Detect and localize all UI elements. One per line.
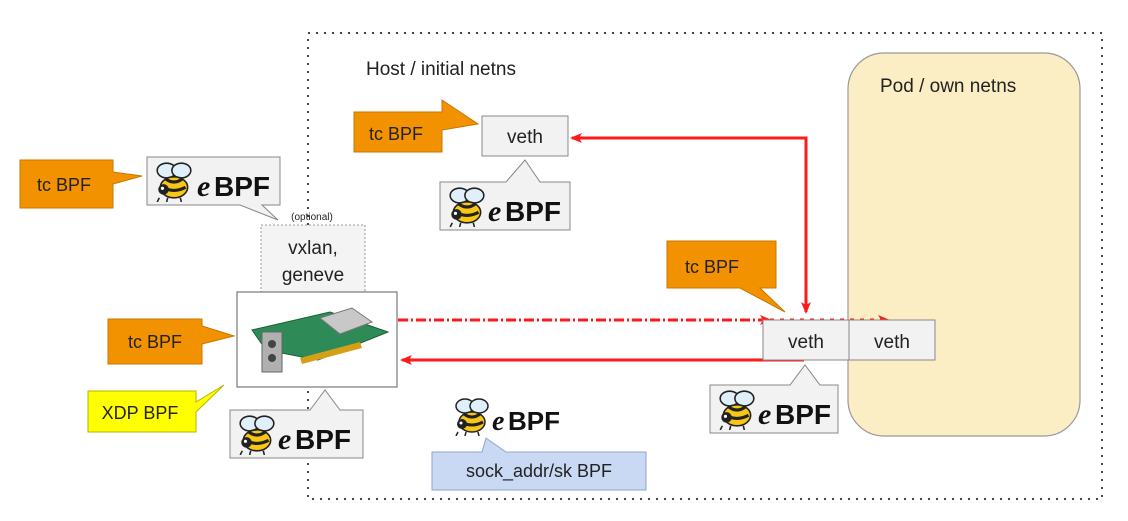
ebpf-logo-e: e [197,170,210,203]
pod-veth-label: veth [874,332,910,353]
host-veth-interface: veth [481,115,569,157]
ebpf-logo-e: e [758,398,771,431]
ebpf-logo-sock: e BPF [454,397,560,437]
ebpf-logo-veth: e BPF [709,364,839,434]
ebpf-logo-host-veth: e BPF [439,159,571,231]
ebpf-logo-nic: e BPF [229,389,364,459]
nic-bracket [261,331,283,373]
tunnel-optional-label: (optional) [291,212,333,223]
host-netns-label: Host / initial netns [366,59,516,80]
pod-netns-label: Pod / own netns [880,76,1016,97]
tunnel-line1: vxlan, [288,238,338,259]
veth-pair: veth veth [762,319,936,361]
ebpf-logo-bpf: BPF [775,399,831,430]
tc-bpf-mid-callout: tc BPF [666,240,786,313]
ebpf-logo-e: e [488,195,501,228]
tc-bpf-nic-callout: tc BPF [107,318,236,365]
tunnel-line2: geneve [282,265,344,286]
bee-icon [454,397,490,436]
xdp-bpf-label: XDP BPF [102,403,179,423]
host-side-veth-label: veth [788,332,824,353]
tunnel-device: (optional) vxlan, geneve [260,212,366,294]
tc-bpf-nic-label: tc BPF [128,332,182,352]
host-veth-label: veth [507,127,543,148]
host-netns-region [307,32,1103,500]
ebpf-logo-left: e BPF [146,156,281,221]
tc-bpf-top-label: tc BPF [369,124,423,144]
nic-heatsink [318,307,374,335]
nic-port-2 [268,354,276,362]
sock-bpf-label: sock_addr/sk BPF [466,461,612,482]
tc-bpf-left-callout: tc BPF [19,159,143,209]
pod-netns-region [847,52,1081,437]
tc-bpf-mid-label: tc BPF [685,257,739,277]
ebpf-logo-bpf: BPF [214,171,270,202]
ebpf-logo-bpf: BPF [505,196,561,227]
nic-connector [300,342,362,364]
sock-bpf-callout: sock_addr/sk BPF [431,437,647,491]
ebpf-logo-bpf: BPF [508,406,560,436]
tc-bpf-top-callout: tc BPF [353,99,480,153]
nic-port-1 [268,340,276,348]
ebpf-logo-bpf: BPF [295,424,351,455]
ebpf-logo-e: e [278,423,291,456]
xdp-bpf-callout: XDP BPF [87,384,225,433]
ebpf-logo-e: e [492,406,504,437]
nic-card [236,291,398,388]
tc-bpf-left-label: tc BPF [37,175,91,195]
